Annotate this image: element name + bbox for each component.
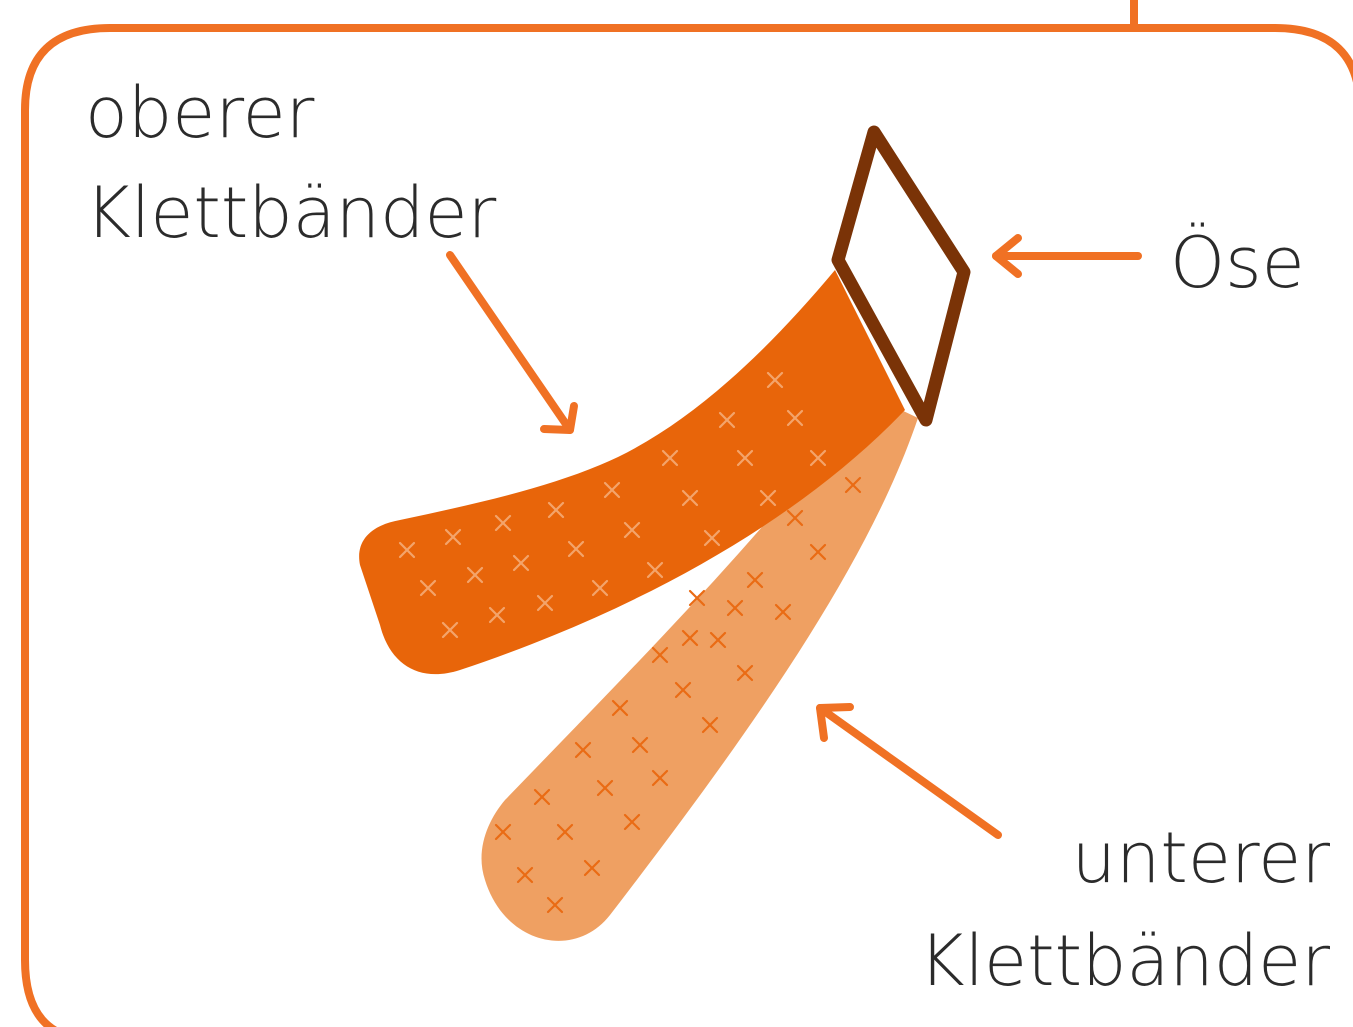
- cross-mark-icon: [809, 449, 827, 467]
- lower-strap: [481, 395, 918, 941]
- cross-mark-icon: [611, 699, 629, 717]
- arrow-icon: [816, 703, 1002, 839]
- cross-mark-icon: [494, 514, 512, 532]
- cross-mark-icon: [736, 449, 754, 467]
- cross-mark-icon: [709, 631, 727, 649]
- cross-mark-icon: [681, 629, 699, 647]
- cross-mark-icon: [759, 489, 777, 507]
- upper-strap-body: [359, 270, 905, 675]
- upper-strap-hook-marks: [398, 371, 827, 639]
- cross-mark-icon: [774, 603, 792, 621]
- cross-mark-icon: [681, 489, 699, 507]
- cross-mark-icon: [786, 509, 804, 527]
- cross-mark-icon: [547, 501, 565, 519]
- cross-mark-icon: [512, 554, 530, 572]
- lower-strap-hook-marks: [494, 476, 862, 914]
- cross-mark-icon: [533, 788, 551, 806]
- upper-strap: [359, 270, 905, 675]
- cross-mark-icon: [583, 859, 601, 877]
- cross-mark-icon: [441, 621, 459, 639]
- cross-mark-icon: [494, 823, 512, 841]
- cross-mark-icon: [809, 543, 827, 561]
- eyelet-label: Öse: [1170, 222, 1305, 304]
- frame-border: [21, 24, 1353, 1027]
- cross-mark-icon: [674, 681, 692, 699]
- cross-mark-icon: [661, 449, 679, 467]
- arrow-icon: [446, 251, 578, 434]
- cross-mark-icon: [703, 529, 721, 547]
- cross-mark-icon: [516, 866, 534, 884]
- cross-mark-icon: [596, 779, 614, 797]
- upper-strap-label-line1: oberer: [85, 72, 315, 154]
- cross-mark-icon: [786, 409, 804, 427]
- lower-strap-label-line2: Klettbänder: [919, 920, 1331, 1002]
- cross-mark-icon: [623, 813, 641, 831]
- cross-mark-icon: [591, 579, 609, 597]
- cross-mark-icon: [766, 371, 784, 389]
- cross-mark-icon: [646, 561, 664, 579]
- cross-mark-icon: [623, 521, 641, 539]
- cross-mark-icon: [631, 736, 649, 754]
- cross-mark-icon: [603, 481, 621, 499]
- upper-strap-label-line2: Klettbänder: [85, 172, 497, 254]
- cross-mark-icon: [701, 716, 719, 734]
- cross-mark-icon: [574, 741, 592, 759]
- cross-mark-icon: [398, 541, 416, 559]
- cross-mark-icon: [844, 476, 862, 494]
- cross-mark-icon: [567, 540, 585, 558]
- cross-mark-icon: [736, 664, 754, 682]
- cross-mark-icon: [444, 528, 462, 546]
- frame: [21, 0, 1353, 1027]
- cross-mark-icon: [718, 411, 736, 429]
- lower-strap-label-line1: unterer: [1072, 817, 1331, 899]
- arrow-icon: [992, 234, 1142, 278]
- cross-mark-icon: [419, 579, 437, 597]
- cross-mark-icon: [536, 594, 554, 612]
- cross-mark-icon: [546, 896, 564, 914]
- cross-mark-icon: [726, 599, 744, 617]
- cross-mark-icon: [688, 589, 706, 607]
- cross-mark-icon: [556, 823, 574, 841]
- cross-mark-icon: [466, 566, 484, 584]
- eyelet-ring: [831, 125, 971, 427]
- cross-mark-icon: [746, 571, 764, 589]
- lower-strap-body: [481, 395, 918, 941]
- cross-mark-icon: [651, 646, 669, 664]
- cross-mark-icon: [488, 606, 506, 624]
- cross-mark-icon: [651, 769, 669, 787]
